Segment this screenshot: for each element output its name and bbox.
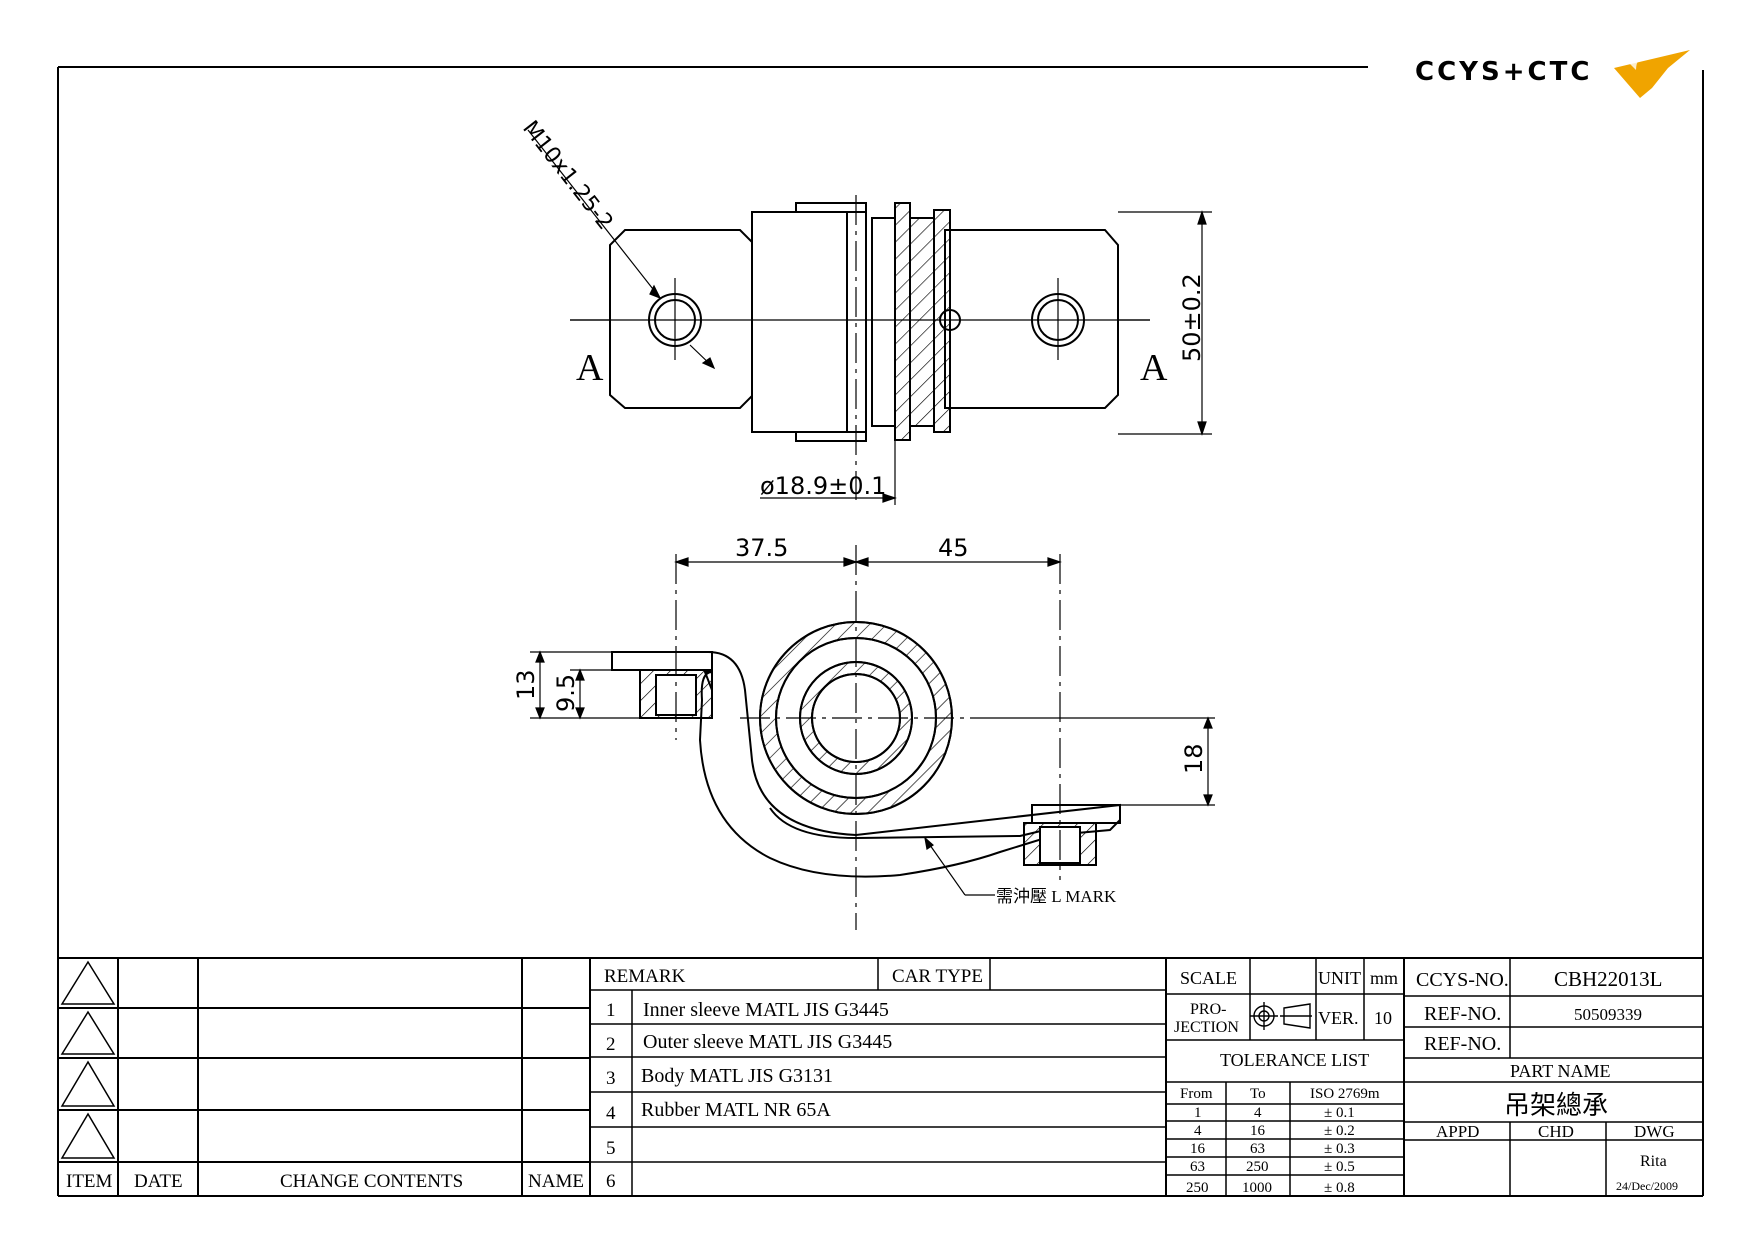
ref-no-label-2: REF-NO. bbox=[1424, 1033, 1501, 1055]
tolerance-to: 4 bbox=[1254, 1105, 1262, 1121]
tolerance-value: ± 0.1 bbox=[1324, 1105, 1355, 1121]
revision-table-grid bbox=[58, 957, 1703, 1196]
dwg-label: DWG bbox=[1634, 1122, 1675, 1141]
tolerance-from: 63 bbox=[1190, 1159, 1205, 1175]
tolerance-title: TOLERANCE LIST bbox=[1220, 1050, 1369, 1070]
section-view-dims bbox=[530, 545, 1215, 930]
remark-row-text: Body MATL JIS G3131 bbox=[641, 1065, 833, 1087]
revision-item-header: ITEM bbox=[66, 1171, 113, 1192]
scale-label: SCALE bbox=[1180, 968, 1237, 988]
part-name-value: 吊架總承 bbox=[1504, 1091, 1608, 1120]
car-type-header: CAR TYPE bbox=[892, 966, 983, 987]
section-view bbox=[611, 621, 1121, 878]
section-label-right: A bbox=[1140, 347, 1168, 389]
tolerance-iso-header: ISO 2769m bbox=[1310, 1086, 1380, 1102]
drawing-date: 24/Dec/2009 bbox=[1616, 1179, 1678, 1193]
flange-height-2-dimension: 9.5 bbox=[552, 674, 580, 712]
unit-value: mm bbox=[1370, 968, 1398, 988]
top-view bbox=[609, 202, 1119, 442]
height-dimension: 50±0.2 bbox=[1178, 273, 1206, 362]
ccys-no-value: CBH22013L bbox=[1554, 967, 1663, 991]
revision-triangle-icon bbox=[60, 960, 116, 1005]
tolerance-block-grid bbox=[1166, 958, 1405, 1196]
revision-contents-header: CHANGE CONTENTS bbox=[280, 1171, 463, 1192]
tolerance-to: 16 bbox=[1250, 1123, 1266, 1139]
remark-row-no: 4 bbox=[606, 1103, 616, 1124]
tolerance-from: 16 bbox=[1190, 1141, 1206, 1157]
revision-name-header: NAME bbox=[528, 1171, 584, 1192]
svg-text:CCYS+CTC: CCYS+CTC bbox=[1415, 57, 1592, 87]
tolerance-value: ± 0.3 bbox=[1324, 1141, 1355, 1157]
tolerance-value: ± 0.5 bbox=[1324, 1159, 1355, 1175]
remark-row-text: Rubber MATL NR 65A bbox=[641, 1099, 831, 1121]
revision-triangle-icon bbox=[60, 1010, 116, 1055]
revision-triangle-icon bbox=[60, 1060, 116, 1107]
appd-label: APPD bbox=[1436, 1122, 1479, 1141]
projection-label-1: PRO- bbox=[1190, 1001, 1226, 1018]
remark-table-grid bbox=[590, 958, 1167, 1196]
thread-dimension: M10x1.25-2 bbox=[517, 116, 617, 235]
remark-row-no: 5 bbox=[606, 1138, 616, 1159]
ref-no-label: REF-NO. bbox=[1424, 1003, 1501, 1025]
remark-row-no: 2 bbox=[606, 1034, 616, 1055]
tolerance-to-header: To bbox=[1250, 1086, 1266, 1102]
tolerance-from-header: From bbox=[1180, 1086, 1213, 1102]
ref-no-value: 50509339 bbox=[1574, 1005, 1642, 1024]
revision-date-header: DATE bbox=[134, 1171, 183, 1192]
diameter-dimension: ø18.9±0.1 bbox=[760, 472, 886, 500]
revision-triangle-icon bbox=[60, 1112, 116, 1159]
tolerance-to: 63 bbox=[1250, 1141, 1265, 1157]
tolerance-value: ± 0.8 bbox=[1324, 1180, 1355, 1196]
right-height-dimension: 18 bbox=[1180, 743, 1208, 774]
flange-height-dimension: 13 bbox=[512, 669, 540, 700]
revision-triangles bbox=[60, 960, 116, 1159]
tolerance-from: 250 bbox=[1186, 1180, 1209, 1196]
projection-label-2: JECTION bbox=[1174, 1019, 1239, 1036]
ccys-no-label: CCYS-NO. bbox=[1416, 969, 1509, 991]
remark-row-text: Outer sleeve MATL JIS G3445 bbox=[643, 1031, 892, 1053]
left-offset-dimension: 37.5 bbox=[735, 534, 788, 562]
remark-row-text: Inner sleeve MATL JIS G3445 bbox=[643, 999, 889, 1021]
remark-row-no: 3 bbox=[606, 1068, 616, 1089]
tolerance-to: 1000 bbox=[1242, 1180, 1272, 1196]
unit-label: UNIT bbox=[1318, 968, 1361, 988]
section-label-left: A bbox=[576, 347, 604, 389]
part-name-label: PART NAME bbox=[1510, 1061, 1610, 1081]
remark-rows: 1 Inner sleeve MATL JIS G3445 2 Outer sl… bbox=[606, 999, 892, 1192]
drawn-by: Rita bbox=[1640, 1153, 1667, 1170]
logo-flame-icon bbox=[1614, 50, 1690, 98]
tolerance-to: 250 bbox=[1246, 1159, 1269, 1175]
ver-label: VER. bbox=[1318, 1008, 1359, 1028]
ver-value: 10 bbox=[1374, 1008, 1392, 1028]
remark-row-no: 6 bbox=[606, 1171, 616, 1192]
tolerance-from: 4 bbox=[1194, 1123, 1202, 1139]
company-logo: CCYS+CTC bbox=[1415, 50, 1690, 98]
top-view-centerlines bbox=[527, 129, 1212, 505]
title-block-grid bbox=[1404, 958, 1703, 1196]
remark-row-no: 1 bbox=[606, 1000, 616, 1021]
remark-header: REMARK bbox=[604, 966, 686, 987]
chd-label: CHD bbox=[1538, 1122, 1574, 1141]
tolerance-rows: 1 4 ± 0.1 4 16 ± 0.2 16 63 ± 0.3 63 250 … bbox=[1186, 1105, 1355, 1196]
tolerance-value: ± 0.2 bbox=[1324, 1123, 1355, 1139]
mark-note: 需沖壓 L MARK bbox=[996, 887, 1117, 906]
right-offset-dimension: 45 bbox=[938, 534, 969, 562]
projection-symbol-icon bbox=[1250, 1002, 1312, 1030]
tolerance-from: 1 bbox=[1194, 1105, 1202, 1121]
